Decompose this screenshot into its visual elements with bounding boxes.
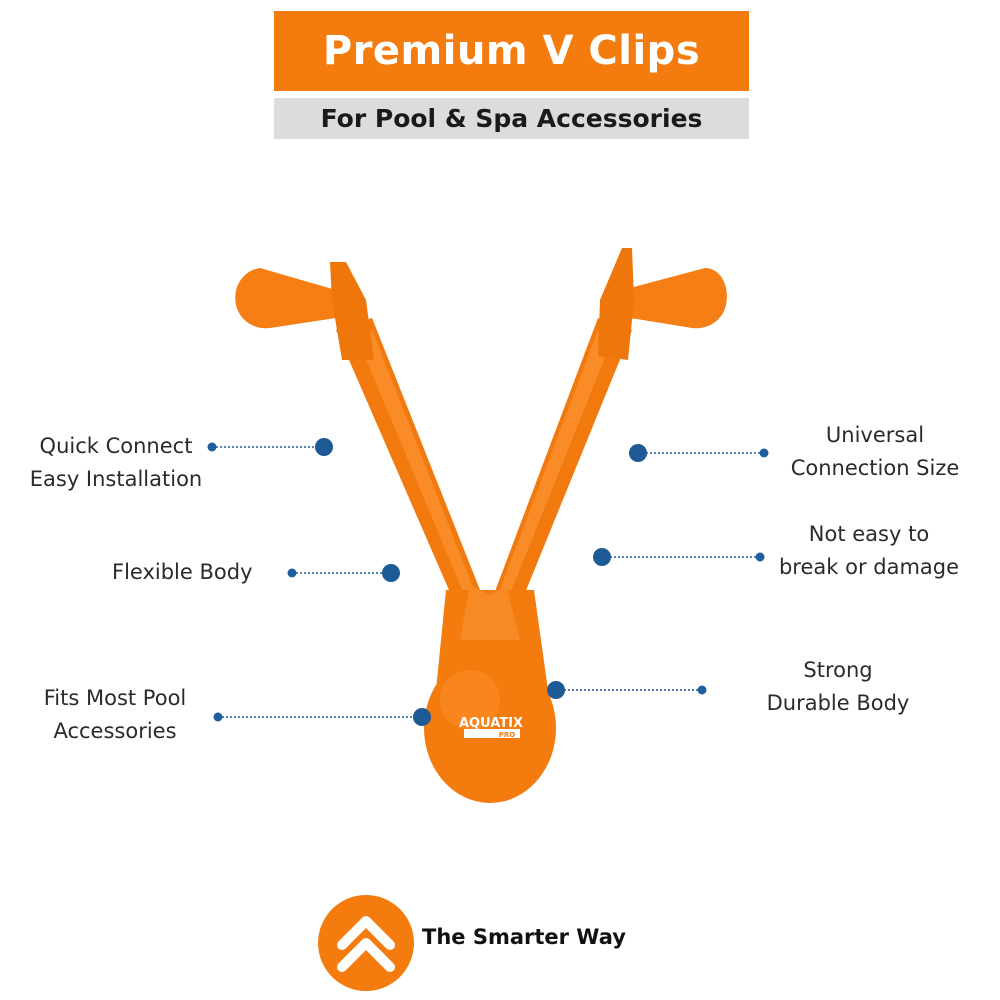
v-clip-left-arm bbox=[235, 262, 488, 620]
subtitle-banner: For Pool & Spa Accessories bbox=[274, 98, 749, 139]
callout-connector-strong bbox=[547, 681, 707, 699]
page-subtitle: For Pool & Spa Accessories bbox=[320, 104, 703, 133]
callout-connector-universal bbox=[629, 444, 769, 462]
callout-strong-line-1: Strong bbox=[803, 658, 873, 682]
callout-flexible-body: Flexible Body bbox=[112, 556, 253, 589]
title-banner: Premium V Clips bbox=[274, 11, 749, 91]
page-title: Premium V Clips bbox=[322, 28, 701, 74]
callout-fits-most: Fits Most Pool Accessories bbox=[30, 682, 200, 748]
callout-not-easy: Not easy to break or damage bbox=[776, 518, 962, 584]
callout-connector-not-easy bbox=[593, 548, 765, 566]
callout-universal-line-1: Universal bbox=[825, 423, 925, 447]
callout-quick-connect: Quick Connect Easy Installation bbox=[28, 430, 204, 496]
callout-strong-line-2: Durable Body bbox=[766, 691, 910, 715]
svg-text:AQUATIX: AQUATIX bbox=[459, 716, 523, 731]
callout-fits-most-line-1: Fits Most Pool bbox=[43, 686, 187, 710]
footer-tagline: The Smarter Way bbox=[422, 925, 626, 949]
callout-strong: Strong Durable Body bbox=[762, 654, 914, 720]
callout-universal-line-2: Connection Size bbox=[790, 456, 960, 480]
callout-connector-flexible-body bbox=[287, 564, 400, 582]
v-clip-right-arm bbox=[488, 248, 727, 620]
callout-not-easy-line-1: Not easy to bbox=[808, 522, 930, 546]
double-chevron-up-logo-icon bbox=[318, 895, 414, 991]
callout-quick-connect-line-1: Quick Connect bbox=[39, 434, 193, 458]
v-clip-ball-end bbox=[424, 653, 556, 803]
callout-quick-connect-line-2: Easy Installation bbox=[29, 467, 203, 491]
callout-fits-most-line-2: Accessories bbox=[53, 719, 177, 743]
callout-not-easy-line-2: break or damage bbox=[778, 555, 960, 579]
svg-text:PRO: PRO bbox=[499, 731, 516, 739]
callout-flexible-body-line-1: Flexible Body bbox=[112, 560, 253, 584]
aquatix-brand-logo: AQUATIX PRO bbox=[459, 716, 523, 739]
callout-connector-quick-connect bbox=[207, 438, 333, 456]
callout-connectors bbox=[207, 438, 769, 726]
callout-universal: Universal Connection Size bbox=[784, 419, 966, 485]
callout-connector-fits-most bbox=[213, 708, 431, 726]
